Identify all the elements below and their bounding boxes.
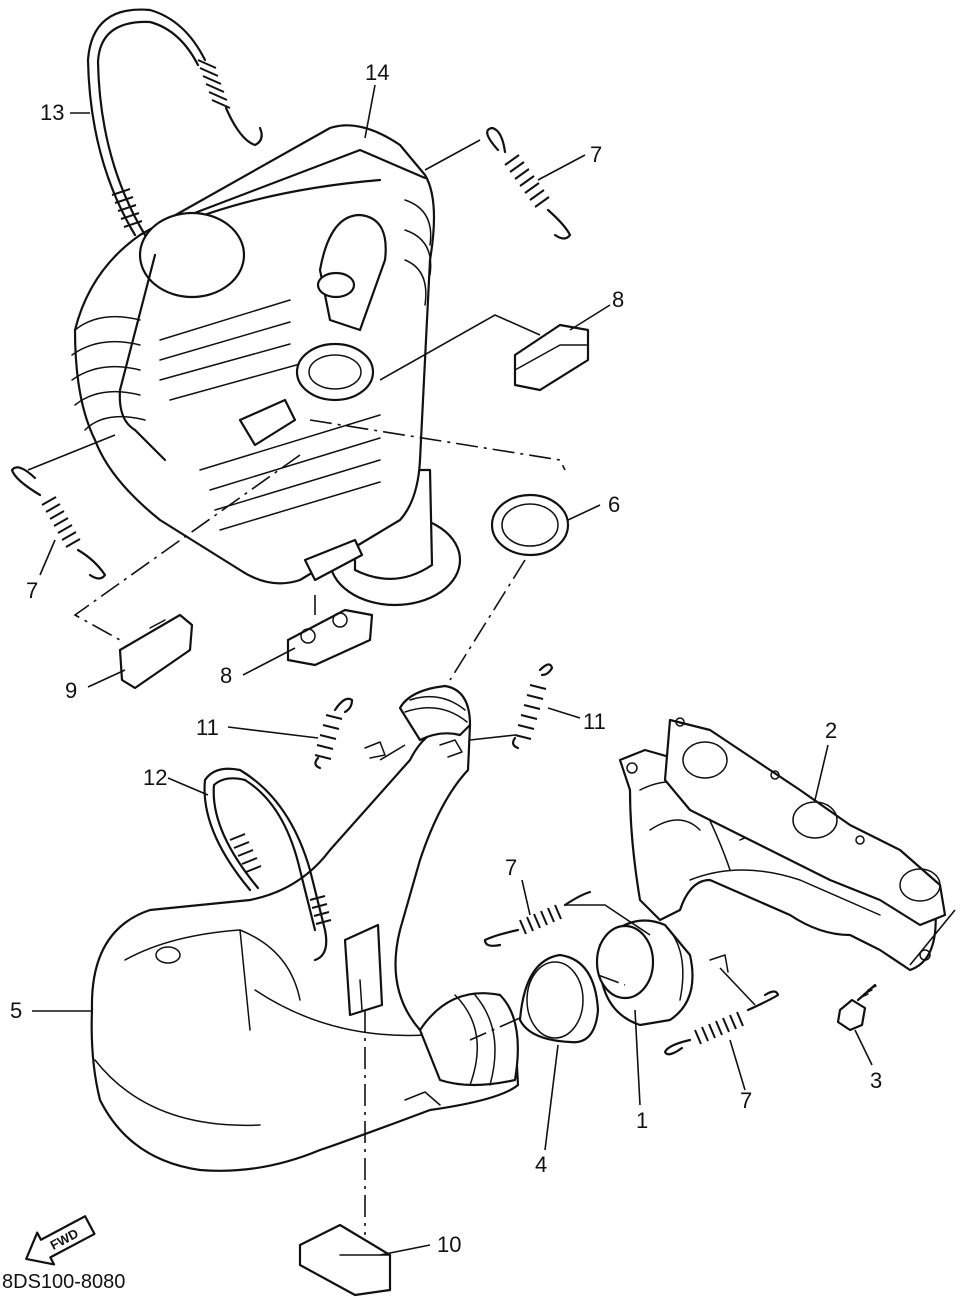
diagram-code: 8DS100-8080 [2, 1271, 125, 1293]
spring-part-7-left[interactable] [10, 466, 107, 580]
callout-1: 1 [636, 1108, 648, 1133]
callout-9: 9 [65, 678, 77, 703]
callout-4: 4 [535, 1152, 547, 1177]
fwd-arrow-icon [25, 1215, 96, 1266]
assembly-lines [27, 139, 956, 1235]
exhaust-joint-part-1[interactable] [595, 919, 694, 1027]
callout-12: 12 [143, 765, 167, 790]
callout-leaders [32, 84, 873, 1256]
forward-direction-arrow: FWD [25, 1215, 96, 1266]
callout-2: 2 [825, 718, 837, 743]
hanger-wire-part-12[interactable] [203, 767, 332, 962]
spring-hook [364, 741, 386, 759]
callout-8-lower: 8 [220, 663, 232, 688]
callout-6: 6 [608, 492, 620, 517]
callout-11-right: 11 [583, 709, 606, 734]
spring-hook [709, 954, 729, 973]
callout-11-left: 11 [196, 715, 219, 740]
joint-ring-part-4[interactable] [518, 953, 600, 1044]
bolt-part-3[interactable] [836, 983, 877, 1032]
exhaust-pipe-part-5[interactable] [90, 684, 520, 1172]
spring-part-11-right[interactable] [511, 663, 554, 750]
hanger-wire-part-13[interactable] [86, 8, 263, 462]
callout-8-upper: 8 [612, 287, 624, 312]
callout-14: 14 [365, 60, 389, 85]
spring-part-11-left[interactable] [314, 697, 354, 770]
callout-3: 3 [870, 1068, 882, 1093]
spring-hook [439, 739, 463, 758]
callout-10: 10 [437, 1232, 461, 1257]
callout-7-lower: 7 [740, 1088, 752, 1113]
spring-part-7-top[interactable] [486, 126, 572, 240]
callout-7-left: 7 [26, 578, 38, 603]
damper-part-10[interactable] [298, 1223, 392, 1297]
gasket-part-6[interactable] [490, 493, 570, 557]
muffler-part-14[interactable] [71, 124, 462, 607]
callout-5: 5 [10, 998, 22, 1023]
spring-hook [404, 1091, 441, 1106]
damper-part-8-lower[interactable] [286, 608, 374, 667]
damper-part-8-upper[interactable] [513, 323, 590, 392]
callout-7-middle: 7 [505, 855, 517, 880]
spring-part-7-lower[interactable] [663, 990, 780, 1056]
callout-13: 13 [40, 100, 64, 125]
callout-7-top: 7 [590, 142, 602, 167]
spring-part-7-middle[interactable] [483, 890, 592, 947]
manifold-gasket-part-2[interactable] [663, 717, 947, 927]
damper-part-9[interactable] [118, 613, 194, 690]
